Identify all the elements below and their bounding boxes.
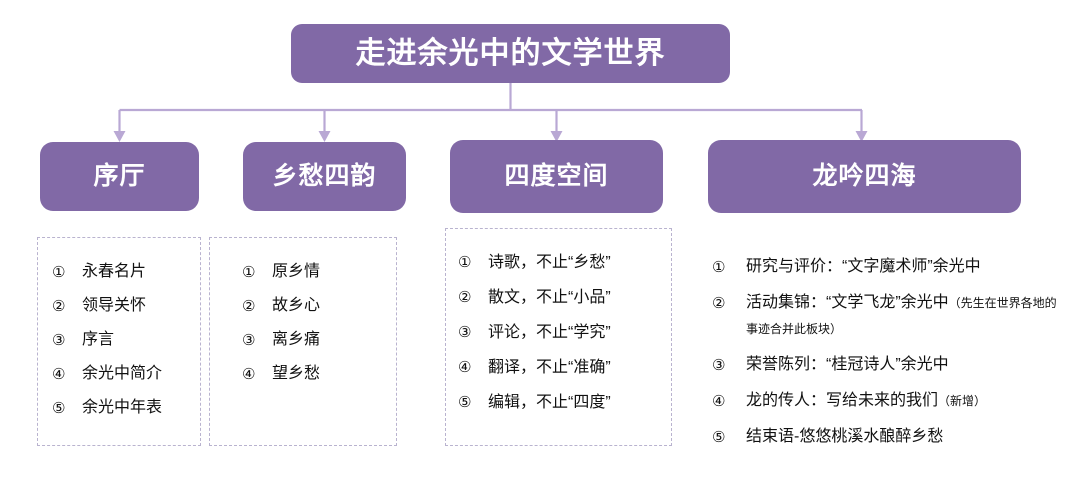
- list-1: ① 永春名片 ② 领导关怀 ③ 序言 ④ 余光中简介 ⑤ 余光中年表: [38, 238, 200, 425]
- item-label: 荣誉陈列：“桂冠诗人”余光中: [746, 356, 949, 373]
- item-number: ②: [52, 297, 66, 315]
- category-label-2: 乡愁四韵: [272, 162, 377, 190]
- item-number: ④: [458, 358, 472, 376]
- item-label: 故乡心: [272, 297, 321, 314]
- list-item[interactable]: ② 领导关怀: [52, 289, 200, 323]
- list-panel-1: ① 永春名片 ② 领导关怀 ③ 序言 ④ 余光中简介 ⑤ 余光中年表: [37, 237, 201, 446]
- item-number: ①: [712, 258, 726, 276]
- item-label: 编辑，不止“四度”: [488, 394, 611, 411]
- item-number: ⑤: [458, 393, 472, 411]
- list-item[interactable]: ③ 评论，不止“学究”: [458, 315, 671, 350]
- item-label: 离乡痛: [272, 331, 321, 348]
- item-label: 结束语-悠悠桃溪水酿醉乡愁: [746, 428, 944, 445]
- category-box-4[interactable]: 龙吟四海: [708, 140, 1021, 213]
- arrowhead-1: [113, 131, 126, 142]
- list-item[interactable]: ④ 翻译，不止“准确”: [458, 350, 671, 385]
- item-label: 龙的传人：写给未来的我们（新增）: [746, 392, 987, 409]
- list-item[interactable]: ② 散文，不止“小品”: [458, 280, 671, 315]
- list-item[interactable]: ⑤ 结束语-悠悠桃溪水酿醉乡愁: [712, 424, 1062, 450]
- category-label-3: 四度空间: [504, 162, 609, 190]
- item-label: 诗歌，不止“乡愁”: [488, 254, 611, 271]
- category-label-1: 序厅: [93, 162, 146, 190]
- item-label: 余光中简介: [82, 365, 163, 382]
- item-number: ①: [242, 263, 256, 281]
- item-label: 领导关怀: [82, 297, 147, 314]
- item-label: 活动集锦：“文学飞龙”余光中（先生在世界各地的事迹合并此板块）: [746, 294, 1057, 336]
- item-label: 原乡情: [272, 263, 321, 280]
- item-label: 永春名片: [82, 263, 147, 280]
- list-3: ① 诗歌，不止“乡愁” ② 散文，不止“小品” ③ 评论，不止“学究” ④ 翻译…: [446, 229, 671, 420]
- item-number: ③: [242, 331, 256, 349]
- list-2: ① 原乡情 ② 故乡心 ③ 离乡痛 ④ 望乡愁: [210, 238, 396, 391]
- list-item[interactable]: ④ 余光中简介: [52, 357, 200, 391]
- diagram-title-box: 走进余光中的文学世界: [291, 24, 730, 83]
- item-number: ②: [458, 288, 472, 306]
- item-number: ④: [52, 365, 66, 383]
- list-item[interactable]: ⑤ 编辑，不止“四度”: [458, 385, 671, 420]
- item-label: 序言: [82, 331, 115, 348]
- item-number: ③: [458, 323, 472, 341]
- item-number: ④: [712, 392, 726, 410]
- item-number: ①: [458, 253, 472, 271]
- item-number: ⑤: [52, 399, 66, 417]
- list-item[interactable]: ④ 龙的传人：写给未来的我们（新增）: [712, 388, 1062, 414]
- list-item[interactable]: ⑤ 余光中年表: [52, 391, 200, 425]
- list-item[interactable]: ① 诗歌，不止“乡愁”: [458, 245, 671, 280]
- item-label: 评论，不止“学究”: [488, 324, 611, 341]
- list-item[interactable]: ① 永春名片: [52, 255, 200, 289]
- list-4: ① 研究与评价：“文字魔术师”余光中 ② 活动集锦：“文学飞龙”余光中（先生在世…: [712, 240, 1062, 450]
- list-item[interactable]: ① 研究与评价：“文字魔术师”余光中: [712, 254, 1062, 280]
- item-number: ④: [242, 365, 256, 383]
- item-number: ③: [712, 356, 726, 374]
- list-panel-2: ① 原乡情 ② 故乡心 ③ 离乡痛 ④ 望乡愁: [209, 237, 397, 446]
- list-item[interactable]: ① 原乡情: [242, 255, 396, 289]
- arrowhead-2: [318, 131, 331, 142]
- item-number: ⑤: [712, 428, 726, 446]
- diagram-title-text: 走进余光中的文学世界: [355, 36, 666, 70]
- list-panel-4: ① 研究与评价：“文字魔术师”余光中 ② 活动集锦：“文学飞龙”余光中（先生在世…: [712, 240, 1062, 446]
- list-item[interactable]: ③ 序言: [52, 323, 200, 357]
- item-label: 余光中年表: [82, 399, 163, 416]
- item-note: （先生在世界各地的事迹合并此板块）: [746, 296, 1057, 336]
- category-box-3[interactable]: 四度空间: [450, 140, 663, 213]
- item-label: 散文，不止“小品”: [488, 289, 611, 306]
- item-number: ②: [712, 294, 726, 312]
- category-box-2[interactable]: 乡愁四韵: [243, 142, 406, 211]
- list-item[interactable]: ② 故乡心: [242, 289, 396, 323]
- list-panel-3: ① 诗歌，不止“乡愁” ② 散文，不止“小品” ③ 评论，不止“学究” ④ 翻译…: [445, 228, 672, 446]
- item-note: （新增）: [938, 394, 987, 408]
- item-number: ①: [52, 263, 66, 281]
- category-box-1[interactable]: 序厅: [40, 142, 199, 211]
- item-number: ③: [52, 331, 66, 349]
- item-number: ②: [242, 297, 256, 315]
- item-label: 翻译，不止“准确”: [488, 359, 611, 376]
- item-label: 研究与评价：“文字魔术师”余光中: [746, 258, 981, 275]
- list-item[interactable]: ③ 荣誉陈列：“桂冠诗人”余光中: [712, 352, 1062, 378]
- item-label: 望乡愁: [272, 365, 321, 382]
- list-item[interactable]: ③ 离乡痛: [242, 323, 396, 357]
- category-label-4: 龙吟四海: [812, 162, 917, 190]
- list-item[interactable]: ② 活动集锦：“文学飞龙”余光中（先生在世界各地的事迹合并此板块）: [712, 290, 1062, 342]
- list-item[interactable]: ④ 望乡愁: [242, 357, 396, 391]
